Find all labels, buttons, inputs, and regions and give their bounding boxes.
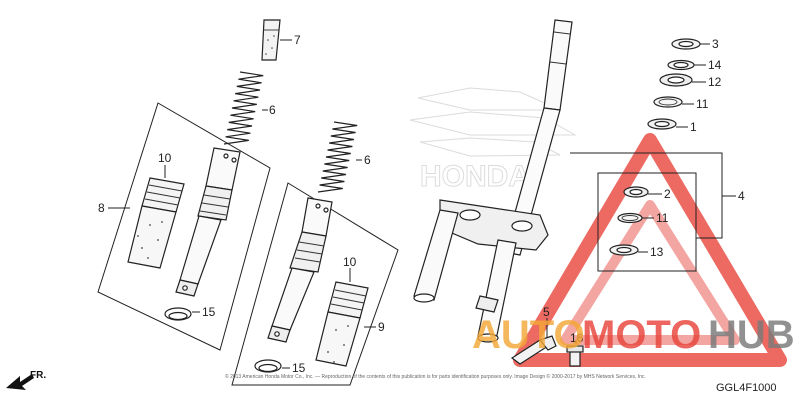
part-7-fork-cap bbox=[261, 19, 292, 61]
callout-8[interactable]: 8 bbox=[98, 201, 105, 215]
callout-labels: 7 6 6 10 8 15 10 9 15 3 14 12 11 1 4 2 1… bbox=[98, 33, 745, 375]
callout-12[interactable]: 12 bbox=[708, 75, 722, 89]
watermark-moto: MOTO bbox=[582, 313, 701, 357]
part-13-dust-seal bbox=[609, 244, 648, 256]
callout-14[interactable]: 14 bbox=[708, 58, 722, 72]
steering-stem-assembly bbox=[413, 19, 573, 343]
callout-15-left[interactable]: 15 bbox=[202, 305, 216, 319]
callout-9[interactable]: 9 bbox=[378, 320, 385, 334]
part-11-bottom-bearing bbox=[617, 212, 654, 224]
part-1-top-cone-race bbox=[647, 118, 688, 130]
part-14-washer bbox=[667, 59, 706, 71]
diagram-code: GGL4F1000 bbox=[716, 382, 777, 394]
callout-5[interactable]: 5 bbox=[543, 305, 550, 319]
honda-outline-text: HONDA bbox=[420, 160, 530, 193]
callout-11-bottom[interactable]: 11 bbox=[656, 211, 669, 225]
bearing-group-outline bbox=[570, 152, 736, 272]
part-12-adjusting-nut bbox=[659, 73, 706, 87]
front-direction-indicator: FR. bbox=[6, 370, 46, 390]
arrow-left-icon bbox=[6, 374, 34, 390]
part-10-right-dust-boot bbox=[315, 268, 376, 367]
part-6-left-spring bbox=[223, 71, 268, 145]
part-16-bolt bbox=[566, 340, 584, 367]
watermark-auto: AUTO bbox=[472, 313, 585, 357]
callout-1[interactable]: 1 bbox=[690, 120, 697, 134]
callout-13[interactable]: 13 bbox=[650, 245, 664, 259]
part-6-right-spring bbox=[317, 121, 362, 193]
callout-16[interactable]: 16 bbox=[570, 331, 584, 345]
callout-10-right[interactable]: 10 bbox=[343, 255, 357, 269]
part-15-left-clip bbox=[164, 307, 200, 321]
part-11-top-bearing bbox=[653, 96, 694, 108]
callout-4[interactable]: 4 bbox=[738, 189, 745, 203]
direction-label: FR. bbox=[30, 370, 46, 381]
copyright-notice: © 2013 American Honda Motor Co., Inc. — … bbox=[225, 373, 646, 380]
left-fork-group-outline bbox=[97, 102, 271, 351]
callout-15-right[interactable]: 15 bbox=[292, 361, 306, 375]
callout-6-right[interactable]: 6 bbox=[364, 153, 371, 167]
part-3-lock-nut bbox=[671, 38, 710, 50]
callout-2[interactable]: 2 bbox=[664, 187, 671, 201]
part-2-ball-race bbox=[623, 186, 662, 198]
callout-3[interactable]: 3 bbox=[712, 37, 719, 51]
callout-10-left[interactable]: 10 bbox=[158, 151, 172, 165]
callout-7[interactable]: 7 bbox=[294, 33, 301, 47]
left-fork-inner-tube bbox=[175, 147, 241, 297]
right-fork-group-outline bbox=[231, 182, 399, 386]
part-10-left-dust-boot bbox=[108, 165, 185, 269]
warning-triangle-watermark bbox=[513, 133, 787, 367]
callout-11-top[interactable]: 11 bbox=[696, 97, 709, 111]
callout-6-left[interactable]: 6 bbox=[269, 103, 276, 117]
part-5-brake-hose-clamp bbox=[510, 318, 557, 365]
watermark-hub: HUB bbox=[708, 313, 795, 357]
right-fork-inner-tube bbox=[267, 197, 333, 343]
honda-wing-watermark: HONDA bbox=[409, 87, 577, 194]
part-15-right-clip bbox=[254, 359, 290, 373]
automotohub-watermark: AUTO MOTO HUB bbox=[472, 313, 795, 357]
